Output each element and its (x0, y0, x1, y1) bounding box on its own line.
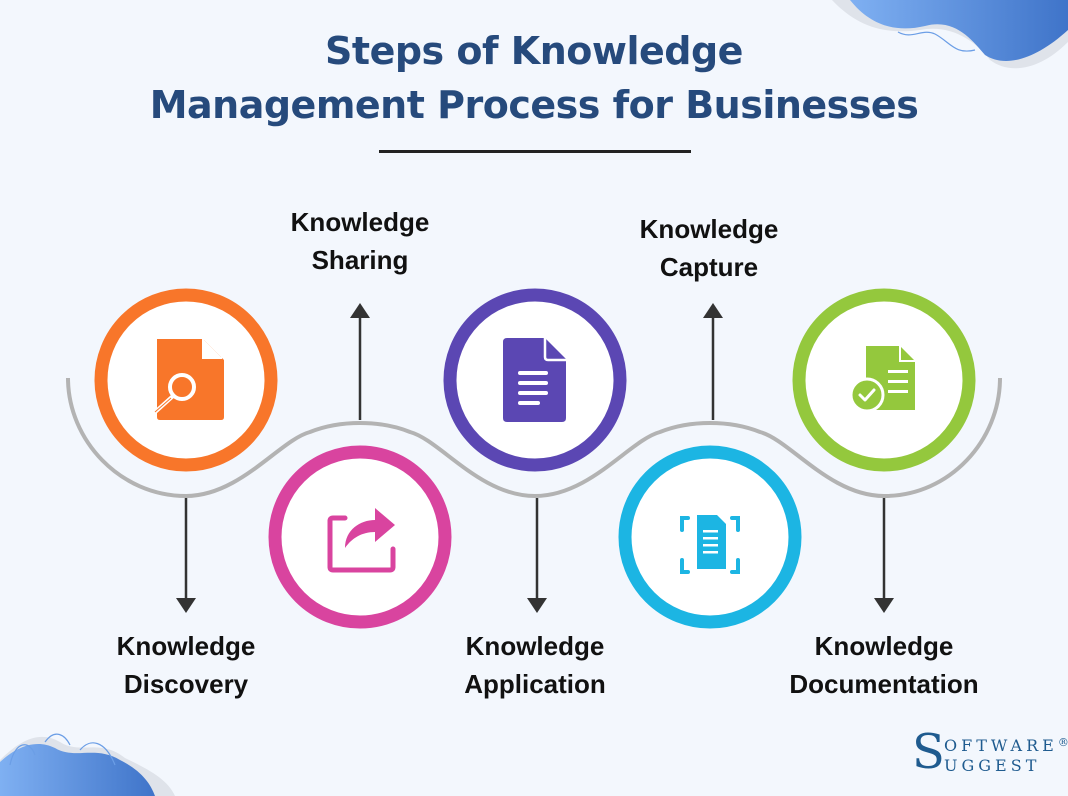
title-line-1: Steps of Knowledge (325, 29, 743, 73)
step-documentation-circle (792, 288, 976, 472)
title-divider (379, 150, 691, 153)
label-line-2: Discovery (123, 669, 249, 699)
step-application-circle (443, 288, 627, 472)
label-line-2: Documentation (789, 669, 979, 699)
logo-initial: S (912, 724, 945, 780)
arrow-up-sharing (350, 303, 370, 420)
decorative-blob-bottom-left (0, 733, 175, 796)
arrow-down-documentation (874, 498, 894, 613)
step-sharing-circle (268, 445, 452, 629)
step-label-documentation: Knowledge Documentation (764, 627, 1004, 703)
share-icon (327, 508, 396, 573)
label-line-1: Knowledge (116, 631, 256, 661)
label-line-2: Application (464, 669, 606, 699)
label-line-1: Knowledge (639, 214, 779, 244)
label-line-1: Knowledge (290, 207, 430, 237)
document-scan-icon (680, 515, 740, 574)
wave-connector (66, 377, 1002, 499)
label-line-2: Capture (659, 252, 759, 282)
decorative-blob-top-right (832, 0, 1068, 69)
softwaresuggest-logo: S OFTWARE® UGGEST (912, 726, 1068, 782)
label-line-2: Sharing (311, 245, 409, 275)
step-discovery-circle (94, 288, 278, 472)
arrow-down-discovery (176, 498, 196, 613)
step-label-capture: Knowledge Capture (589, 210, 829, 286)
step-capture-circle (618, 445, 802, 629)
step-label-sharing: Knowledge Sharing (240, 203, 480, 279)
logo-word-1: OFTWARE (944, 736, 1058, 755)
document-verified-icon (849, 346, 915, 413)
document-icon (503, 338, 566, 422)
document-search-icon (151, 339, 224, 420)
title-line-2: Management Process for Businesses (149, 83, 919, 127)
label-line-1: Knowledge (465, 631, 605, 661)
page-title: Steps of Knowledge Management Process fo… (0, 24, 1068, 132)
label-line-1: Knowledge (814, 631, 954, 661)
logo-line-1: OFTWARE® (944, 736, 1068, 755)
step-label-application: Knowledge Application (415, 627, 655, 703)
registered-mark: ® (1057, 736, 1068, 749)
arrow-down-application (527, 498, 547, 613)
arrow-up-capture (703, 303, 723, 420)
logo-line-2: UGGEST (944, 756, 1041, 775)
step-label-discovery: Knowledge Discovery (66, 627, 306, 703)
